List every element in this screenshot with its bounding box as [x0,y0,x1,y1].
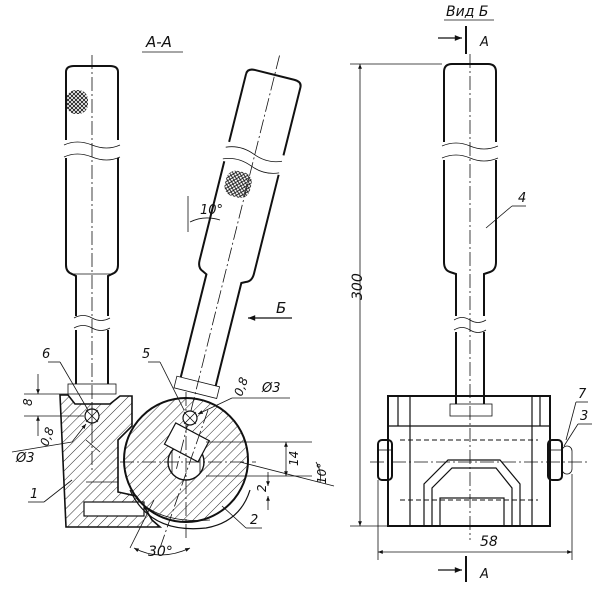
inclined-handle [173,55,302,469]
dim-300: 300 [350,273,366,300]
part-2-label: 2 [250,513,258,528]
dim-8: 8 [21,398,35,406]
dim-10-top: 10° [200,203,223,218]
pin-6 [84,402,100,430]
handle-part-4 [441,54,499,540]
section-a-a-view: А-А [11,33,335,560]
dim-30: 30° [148,544,173,560]
dim-dia3-left: Ø3 [15,451,35,466]
dimension-8: 8 [21,374,84,436]
part-4-label: 4 [518,191,526,206]
dimension-angle-10-top: 10° [187,196,223,232]
knurl-grip-middle [224,170,252,198]
dimension-hole-left: Ø3 0,8 [11,423,87,466]
knurl-grip-left [66,90,88,114]
part-6-label: 6 [42,347,50,362]
dim-dia3-middle: Ø3 [261,381,281,396]
dimension-2: 2 [255,472,270,510]
dim-2: 2 [255,484,269,492]
rotating-drum [120,392,256,549]
part-3-label: 3 [580,409,588,424]
part-5-label: 5 [142,347,150,362]
dim-10-right: 10° [315,463,329,484]
dimension-hole-middle: 0,8 Ø3 [197,375,290,415]
part-1-label: 1 [30,487,38,502]
cut-label-top: А [479,35,489,50]
dim-08-middle: 0,8 [231,375,251,398]
direction-arrow-b: Б [248,299,292,321]
dimension-14-and-angle: 14 10° [206,441,335,487]
dim-08-left: 0,8 [37,425,57,448]
dim-58: 58 [480,534,498,550]
dim-14: 14 [287,451,301,466]
dimension-58: 58 [377,474,573,560]
dimension-300: 300 [350,63,442,527]
part-7-label: 7 [578,387,587,402]
section-label: А-А [145,33,172,51]
view-b: Вид Б А [350,4,592,582]
base-block [370,395,590,527]
cut-marker-bottom: А [438,556,489,582]
vertical-handle [63,55,121,470]
cut-label-bottom: А [479,567,489,582]
direction-label: Б [276,299,286,317]
part-leaders-left: 6 5 1 2 [28,347,262,529]
part-leaders-right: 4 7 3 [485,191,592,447]
view-label: Вид Б [446,4,488,20]
pin-5 [182,410,198,426]
side-pins [377,439,573,481]
dimension-angle-30: 30° [129,499,191,560]
